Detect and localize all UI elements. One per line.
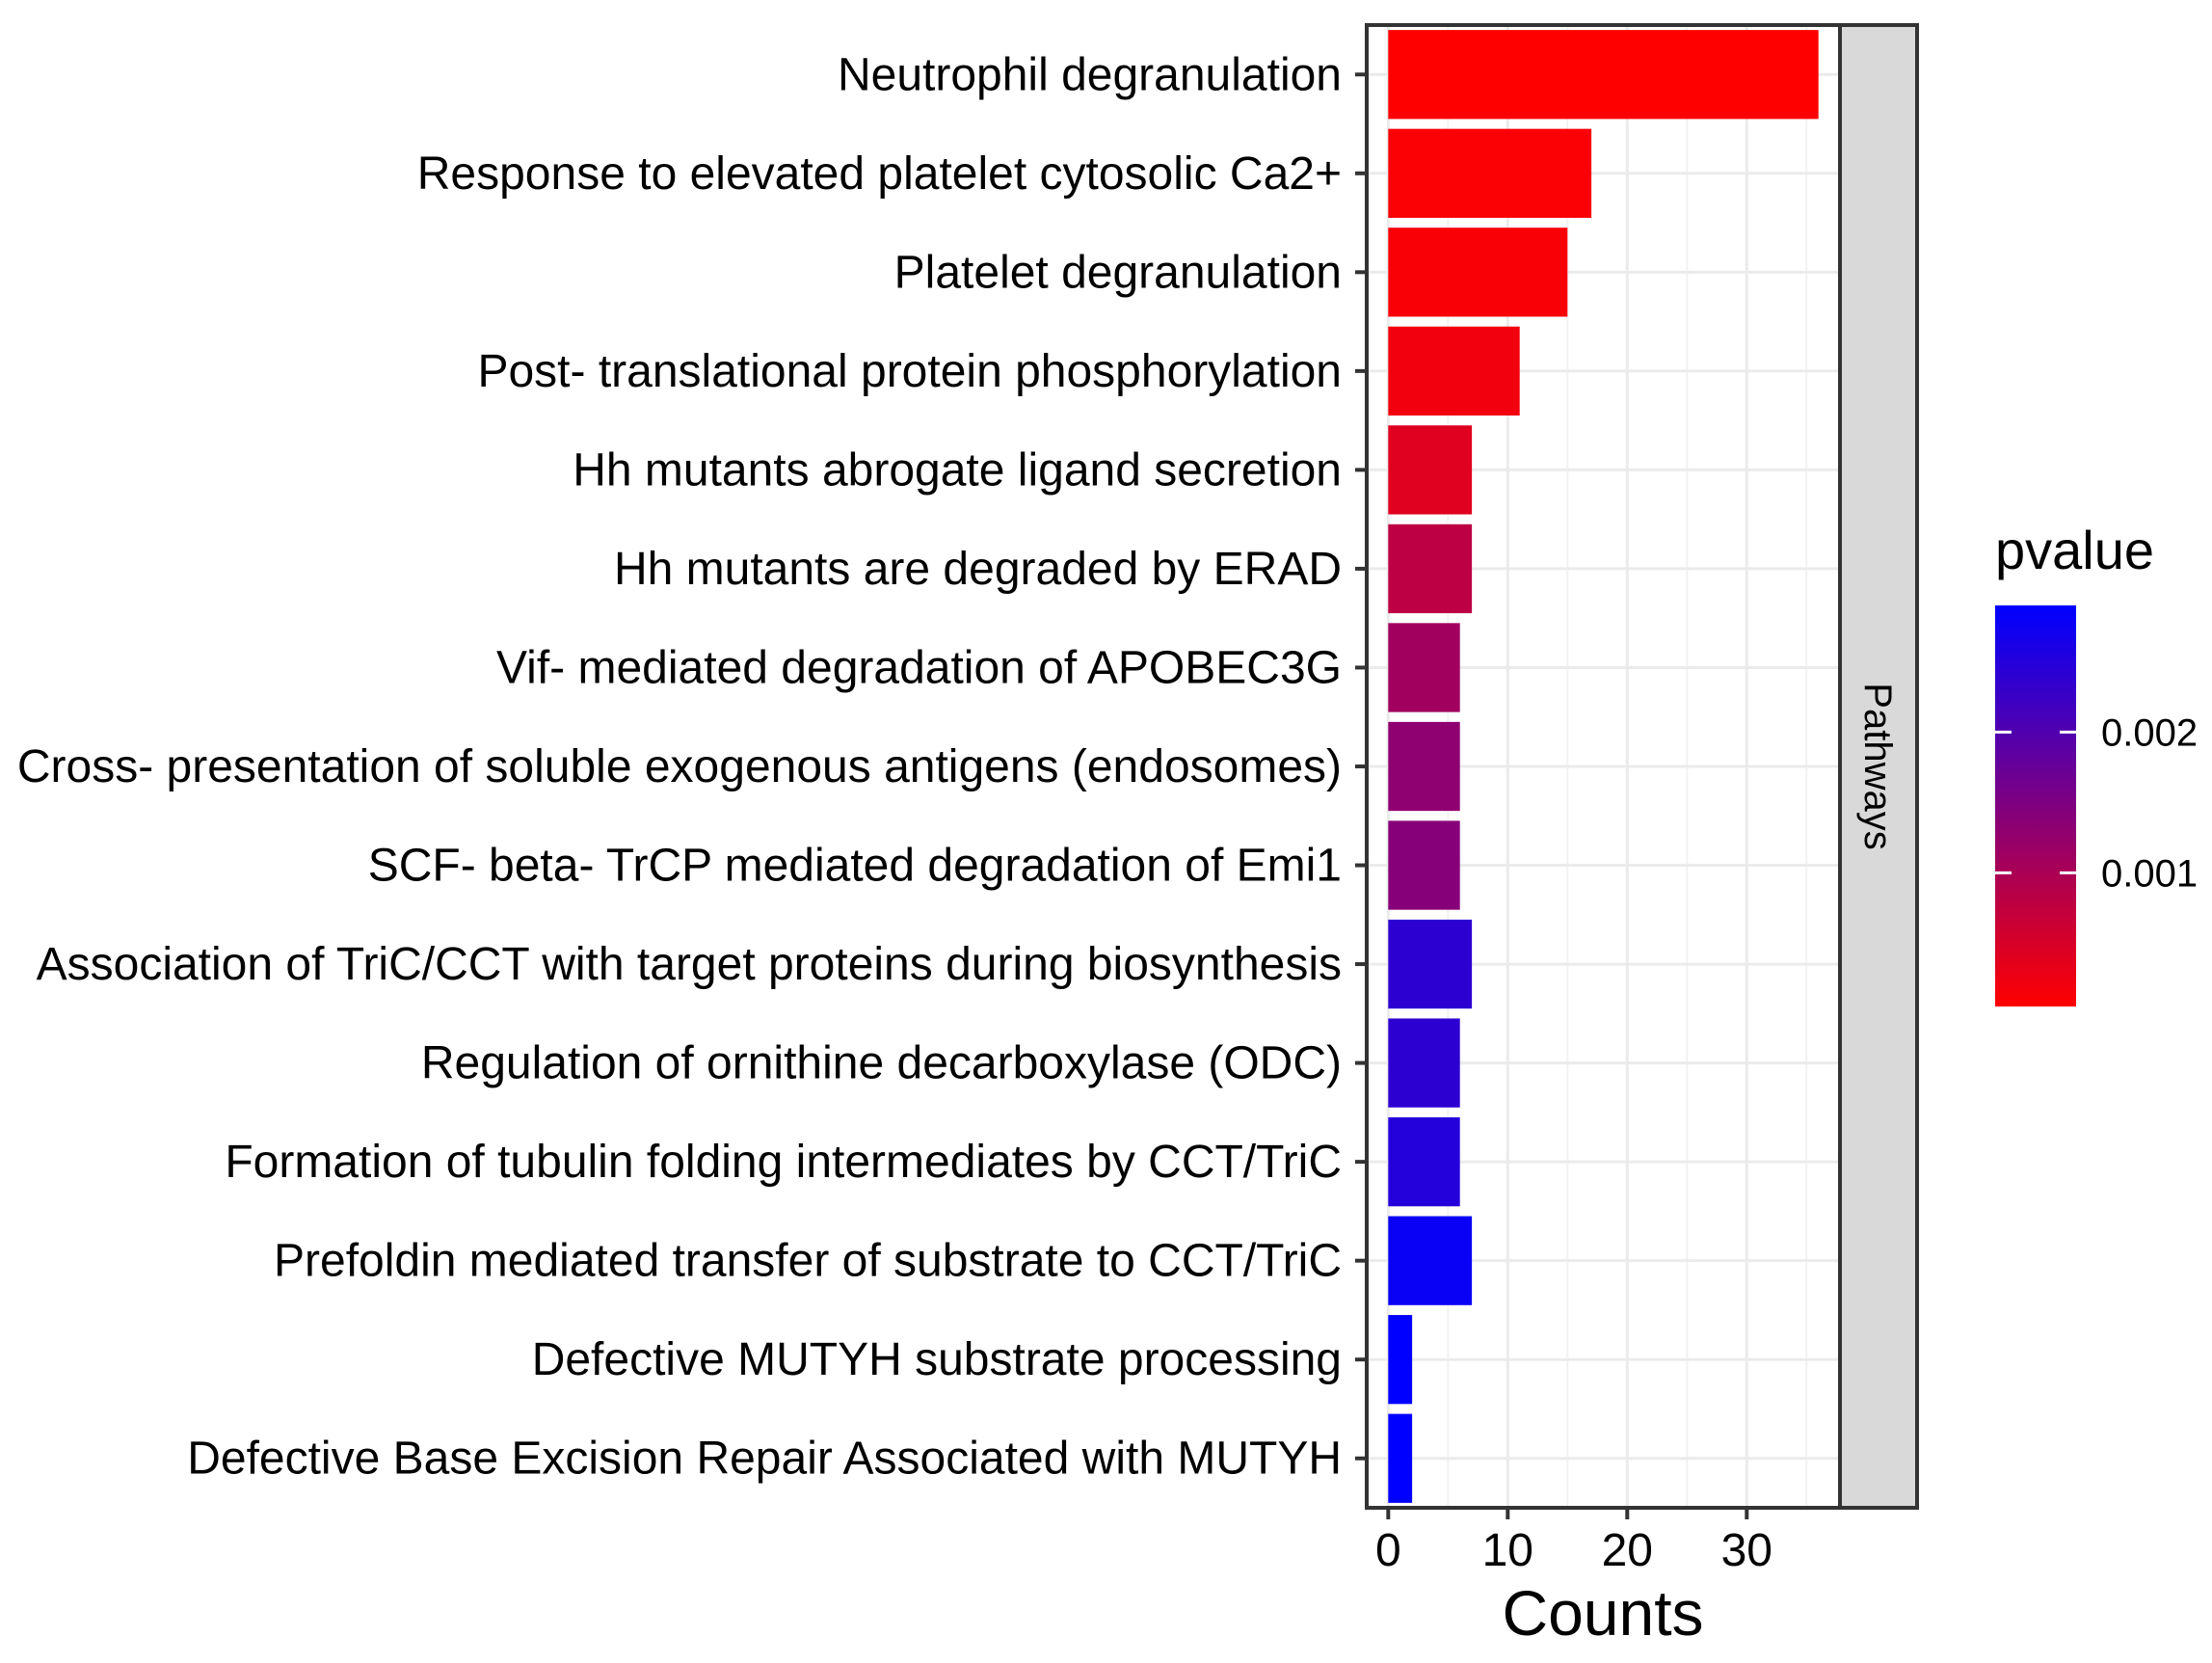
bar bbox=[1388, 1116, 1460, 1207]
legend-tick-label: 0.002 bbox=[2101, 711, 2198, 754]
category-label: Hh mutants abrogate ligand secretion bbox=[573, 444, 1342, 496]
category-label: Post- translational protein phosphorylat… bbox=[477, 346, 1342, 397]
category-label: Vif- mediated degradation of APOBEC3G bbox=[496, 642, 1342, 693]
facet-strip-label: Pathways bbox=[1856, 683, 1899, 849]
bar bbox=[1388, 1413, 1413, 1503]
bar bbox=[1388, 623, 1460, 712]
category-label: Regulation of ornithine decarboxylase (O… bbox=[421, 1038, 1342, 1089]
bar bbox=[1388, 919, 1473, 1009]
legend-ticks: 0.001 0.002 bbox=[1995, 711, 2198, 895]
bar bbox=[1388, 1216, 1473, 1305]
x-tick-label: 10 bbox=[1482, 1525, 1533, 1576]
bar bbox=[1388, 128, 1592, 218]
category-label: SCF- beta- TrCP mediated degradation of … bbox=[368, 841, 1342, 892]
x-tick-label: 30 bbox=[1721, 1525, 1772, 1576]
category-label: Response to elevated platelet cytosolic … bbox=[417, 148, 1342, 200]
category-label: Formation of tubulin folding intermediat… bbox=[225, 1137, 1342, 1188]
bar bbox=[1388, 326, 1520, 416]
category-label: Association of TriC/CCT with target prot… bbox=[37, 939, 1342, 990]
bar bbox=[1388, 228, 1568, 317]
bar bbox=[1388, 30, 1819, 120]
bar bbox=[1388, 721, 1460, 812]
bar bbox=[1388, 1018, 1460, 1108]
x-tick-label: 0 bbox=[1375, 1525, 1401, 1576]
category-label: Hh mutants are degraded by ERAD bbox=[614, 544, 1342, 595]
bar bbox=[1388, 523, 1473, 614]
legend-tick-label: 0.001 bbox=[2101, 852, 2198, 895]
bars bbox=[1388, 30, 1819, 1503]
legend-title: pvalue bbox=[1995, 520, 2154, 580]
category-label: Prefoldin mediated transfer of substrate… bbox=[274, 1236, 1342, 1287]
facet-strip-background bbox=[1838, 23, 1919, 1510]
x-axis: 0 10 20 30 bbox=[1375, 1508, 1772, 1576]
bar bbox=[1388, 820, 1460, 910]
category-label: Neutrophil degranulation bbox=[838, 49, 1342, 100]
category-label: Platelet degranulation bbox=[894, 247, 1342, 298]
category-label: Cross- presentation of soluble exogenous… bbox=[17, 741, 1342, 792]
pvalue-legend: pvalue 0.001 0.002 bbox=[1995, 520, 2198, 1006]
x-axis-title: Counts bbox=[1502, 1577, 1703, 1649]
x-tick-label: 20 bbox=[1602, 1525, 1653, 1576]
category-label: Defective MUTYH substrate processing bbox=[532, 1334, 1342, 1385]
facet-strip: Pathways bbox=[1838, 23, 1919, 1510]
bar bbox=[1388, 425, 1473, 515]
category-label: Defective Base Excision Repair Associate… bbox=[187, 1434, 1342, 1485]
legend-colorbar bbox=[1995, 605, 2076, 1006]
bar bbox=[1388, 1315, 1413, 1405]
